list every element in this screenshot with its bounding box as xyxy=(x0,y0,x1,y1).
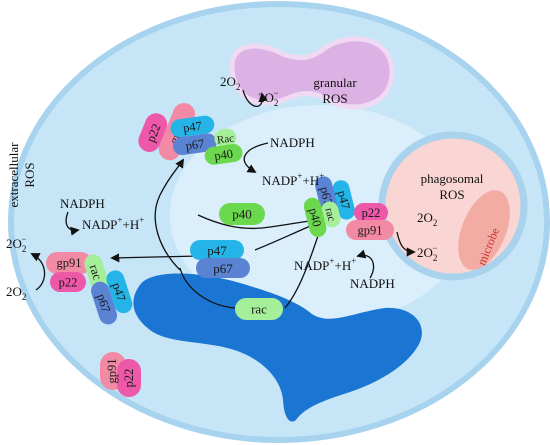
membrane-oxidase-complex: gp91 p22 xyxy=(46,252,92,292)
svg-text:p67: p67 xyxy=(213,261,233,276)
svg-text:NADPH: NADPH xyxy=(60,196,105,211)
svg-text:p47: p47 xyxy=(335,189,353,211)
svg-text:p40: p40 xyxy=(306,207,324,229)
granule xyxy=(229,36,395,110)
svg-text:gp91: gp91 xyxy=(105,359,119,384)
arrow-to-granule-complex xyxy=(154,158,184,271)
extracellular-superoxide-arrow xyxy=(30,253,46,291)
granular-ros-label-line2: ROS xyxy=(322,91,347,106)
svg-text:2O2: 2O2 xyxy=(220,74,240,92)
extracellular-ros-label-line1: extracellular xyxy=(6,142,21,208)
svg-text:p40: p40 xyxy=(232,207,252,222)
svg-text:2O2−: 2O2− xyxy=(6,234,26,254)
free-p67: p67 xyxy=(196,258,250,278)
svg-text:p22: p22 xyxy=(122,369,136,388)
microbe xyxy=(458,190,510,270)
extracellular-nadph-arrow xyxy=(65,211,80,236)
svg-text:NADP++H+: NADP++H+ xyxy=(294,256,356,273)
svg-text:rac: rac xyxy=(87,263,105,282)
svg-text:NADPH: NADPH xyxy=(270,135,315,150)
resting-membrane-complex: gp91 p22 xyxy=(100,352,141,397)
svg-text:p67: p67 xyxy=(317,185,335,207)
svg-text:Rac: Rac xyxy=(216,132,235,146)
phagosome-nadph-arrow xyxy=(356,249,375,279)
free-p40: p40 xyxy=(219,203,265,225)
phagosome-reaction: 2O2 2O2− NADP++H+ NADPH xyxy=(294,210,437,291)
svg-text:NADP++H+: NADP++H+ xyxy=(82,215,144,232)
granule-reaction: 2O2 2O2− xyxy=(220,74,278,108)
phagosomal-ros-label-line2: ROS xyxy=(439,187,464,202)
free-rac: rac xyxy=(235,298,283,320)
phagosomal-ros-label-line1: phagosomal xyxy=(421,171,484,186)
svg-text:p47: p47 xyxy=(109,281,128,303)
granule-nadph-arrow xyxy=(243,142,269,173)
granular-ros-label-line1: granular xyxy=(313,75,357,90)
svg-text:p22: p22 xyxy=(59,276,78,290)
phagosome-cytosolic-subunits: p47 p67 rac p40 xyxy=(303,176,356,237)
svg-text:p22: p22 xyxy=(362,206,381,220)
arrow-from-rac xyxy=(179,267,236,309)
membrane-cytosolic-subunits: rac p47 p67 xyxy=(84,254,133,325)
svg-text:2O2−: 2O2− xyxy=(417,243,437,263)
granule-nadph-reaction: NADPH NADP++H+ xyxy=(243,135,324,188)
granule-cytosolic-subunits: p47 p67 Rac p40 xyxy=(170,115,243,165)
granule-superoxide-arrow xyxy=(242,89,268,107)
svg-text:gp91: gp91 xyxy=(358,224,383,238)
extracellular-reaction: NADPH NADP++H+ 2O2− 2O2 xyxy=(6,196,144,302)
phagosome-superoxide-arrow xyxy=(396,231,416,257)
svg-text:rac: rac xyxy=(322,207,337,223)
svg-text:gp91: gp91 xyxy=(57,256,82,270)
extracellular-ros-label-line2: ROS xyxy=(22,162,37,187)
svg-text:p47: p47 xyxy=(207,243,227,258)
svg-text:p67: p67 xyxy=(185,137,206,153)
svg-text:p40: p40 xyxy=(213,147,234,163)
arrow-p40-to-phagosome xyxy=(197,214,319,230)
svg-text:2O2: 2O2 xyxy=(6,284,26,302)
arrow-to-membrane-complex xyxy=(110,253,201,263)
svg-text:p47: p47 xyxy=(182,119,203,135)
svg-text:2O2: 2O2 xyxy=(417,210,437,228)
svg-text:p67: p67 xyxy=(94,292,113,314)
svg-text:NADP++H+: NADP++H+ xyxy=(262,171,324,188)
svg-text:p22: p22 xyxy=(144,122,164,145)
phagosome-oxidase-complex: p22 gp91 xyxy=(346,203,394,240)
free-p47: p47 xyxy=(190,240,244,260)
svg-text:rac: rac xyxy=(251,302,267,317)
nucleus xyxy=(133,273,422,422)
svg-text:NADPH: NADPH xyxy=(350,276,395,291)
